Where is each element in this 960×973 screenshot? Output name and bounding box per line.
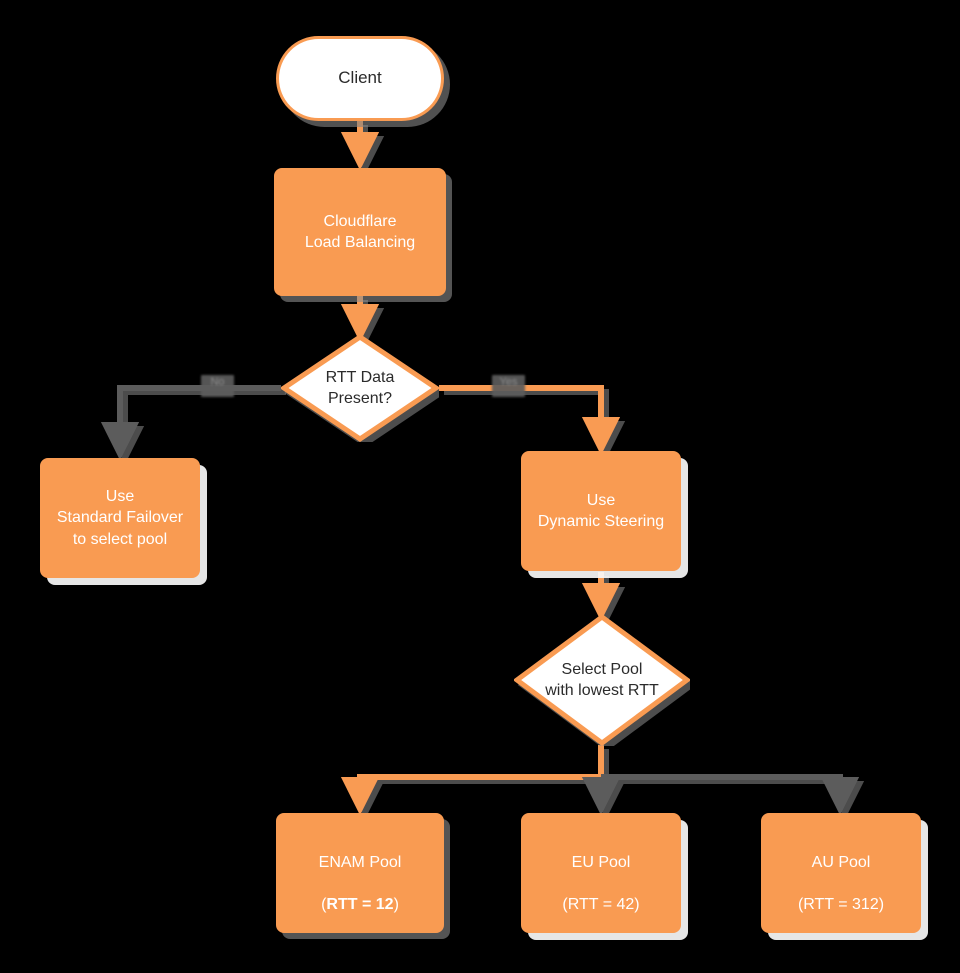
enam-paren-close: ) [393, 896, 399, 914]
node-eu-pool-label: EU Pool (RTT = 42) [562, 831, 639, 915]
enam-paren-open: ( [321, 896, 327, 914]
edge-select-pool-to-au-pool [601, 774, 860, 816]
node-enam-pool[interactable]: ENAM Pool (RTT = 12) [276, 813, 444, 933]
node-eu-pool-line1: EU Pool [571, 853, 631, 871]
node-enam-pool-line2: (RTT = 12) [321, 896, 399, 913]
edge-rtt-decision-to-dynamic-steering [439, 385, 621, 456]
node-rtt-decision[interactable]: RTT Data Present? [281, 334, 439, 442]
edge-select-pool-to-enam-pool [340, 745, 604, 816]
eu-paren-open: ( [562, 896, 568, 914]
node-au-pool-line2: (RTT = 312) [798, 896, 884, 913]
node-dynamic-steering-label: Use Dynamic Steering [537, 491, 665, 530]
edge-rtt-decision-to-standard-failover [100, 385, 281, 461]
node-load-balancing[interactable]: Cloudflare Load Balancing [274, 168, 446, 296]
select-pool-diamond-shape [514, 614, 690, 746]
node-enam-pool-label: ENAM Pool (RTT = 12) [319, 831, 402, 915]
node-select-pool-label: Select Pool with lowest RTT [545, 660, 659, 699]
node-au-pool-line1: AU Pool [811, 853, 871, 871]
node-standard-failover-label: Use Standard Failover to select pool [56, 488, 184, 548]
enam-rtt-value: RTT = 12 [326, 896, 394, 914]
node-eu-pool[interactable]: EU Pool (RTT = 42) [521, 813, 681, 933]
node-select-pool[interactable]: Select Pool with lowest RTT [514, 614, 690, 746]
node-load-balancing-label: Cloudflare Load Balancing [304, 212, 416, 251]
node-rtt-decision-label: RTT Data Present? [325, 368, 395, 407]
node-client-label: Client [338, 68, 382, 88]
rtt-decision-diamond-shape [281, 334, 439, 442]
node-dynamic-steering[interactable]: Use Dynamic Steering [521, 451, 681, 571]
au-paren-open: ( [797, 896, 804, 914]
node-standard-failover[interactable]: Use Standard Failover to select pool [40, 458, 200, 578]
node-au-pool[interactable]: AU Pool (RTT = 312) [761, 813, 921, 933]
node-eu-pool-line2: (RTT = 42) [562, 896, 639, 913]
edge-label-yes: Yes [492, 375, 525, 397]
edge-label-no: No [201, 375, 234, 397]
node-au-pool-label: AU Pool (RTT = 312) [798, 831, 884, 915]
au-rtt-value: RTT = 312) [803, 896, 885, 914]
eu-rtt-value: RTT = 42) [567, 896, 640, 914]
node-enam-pool-line1: ENAM Pool [318, 853, 402, 871]
node-client[interactable]: Client [276, 36, 444, 121]
